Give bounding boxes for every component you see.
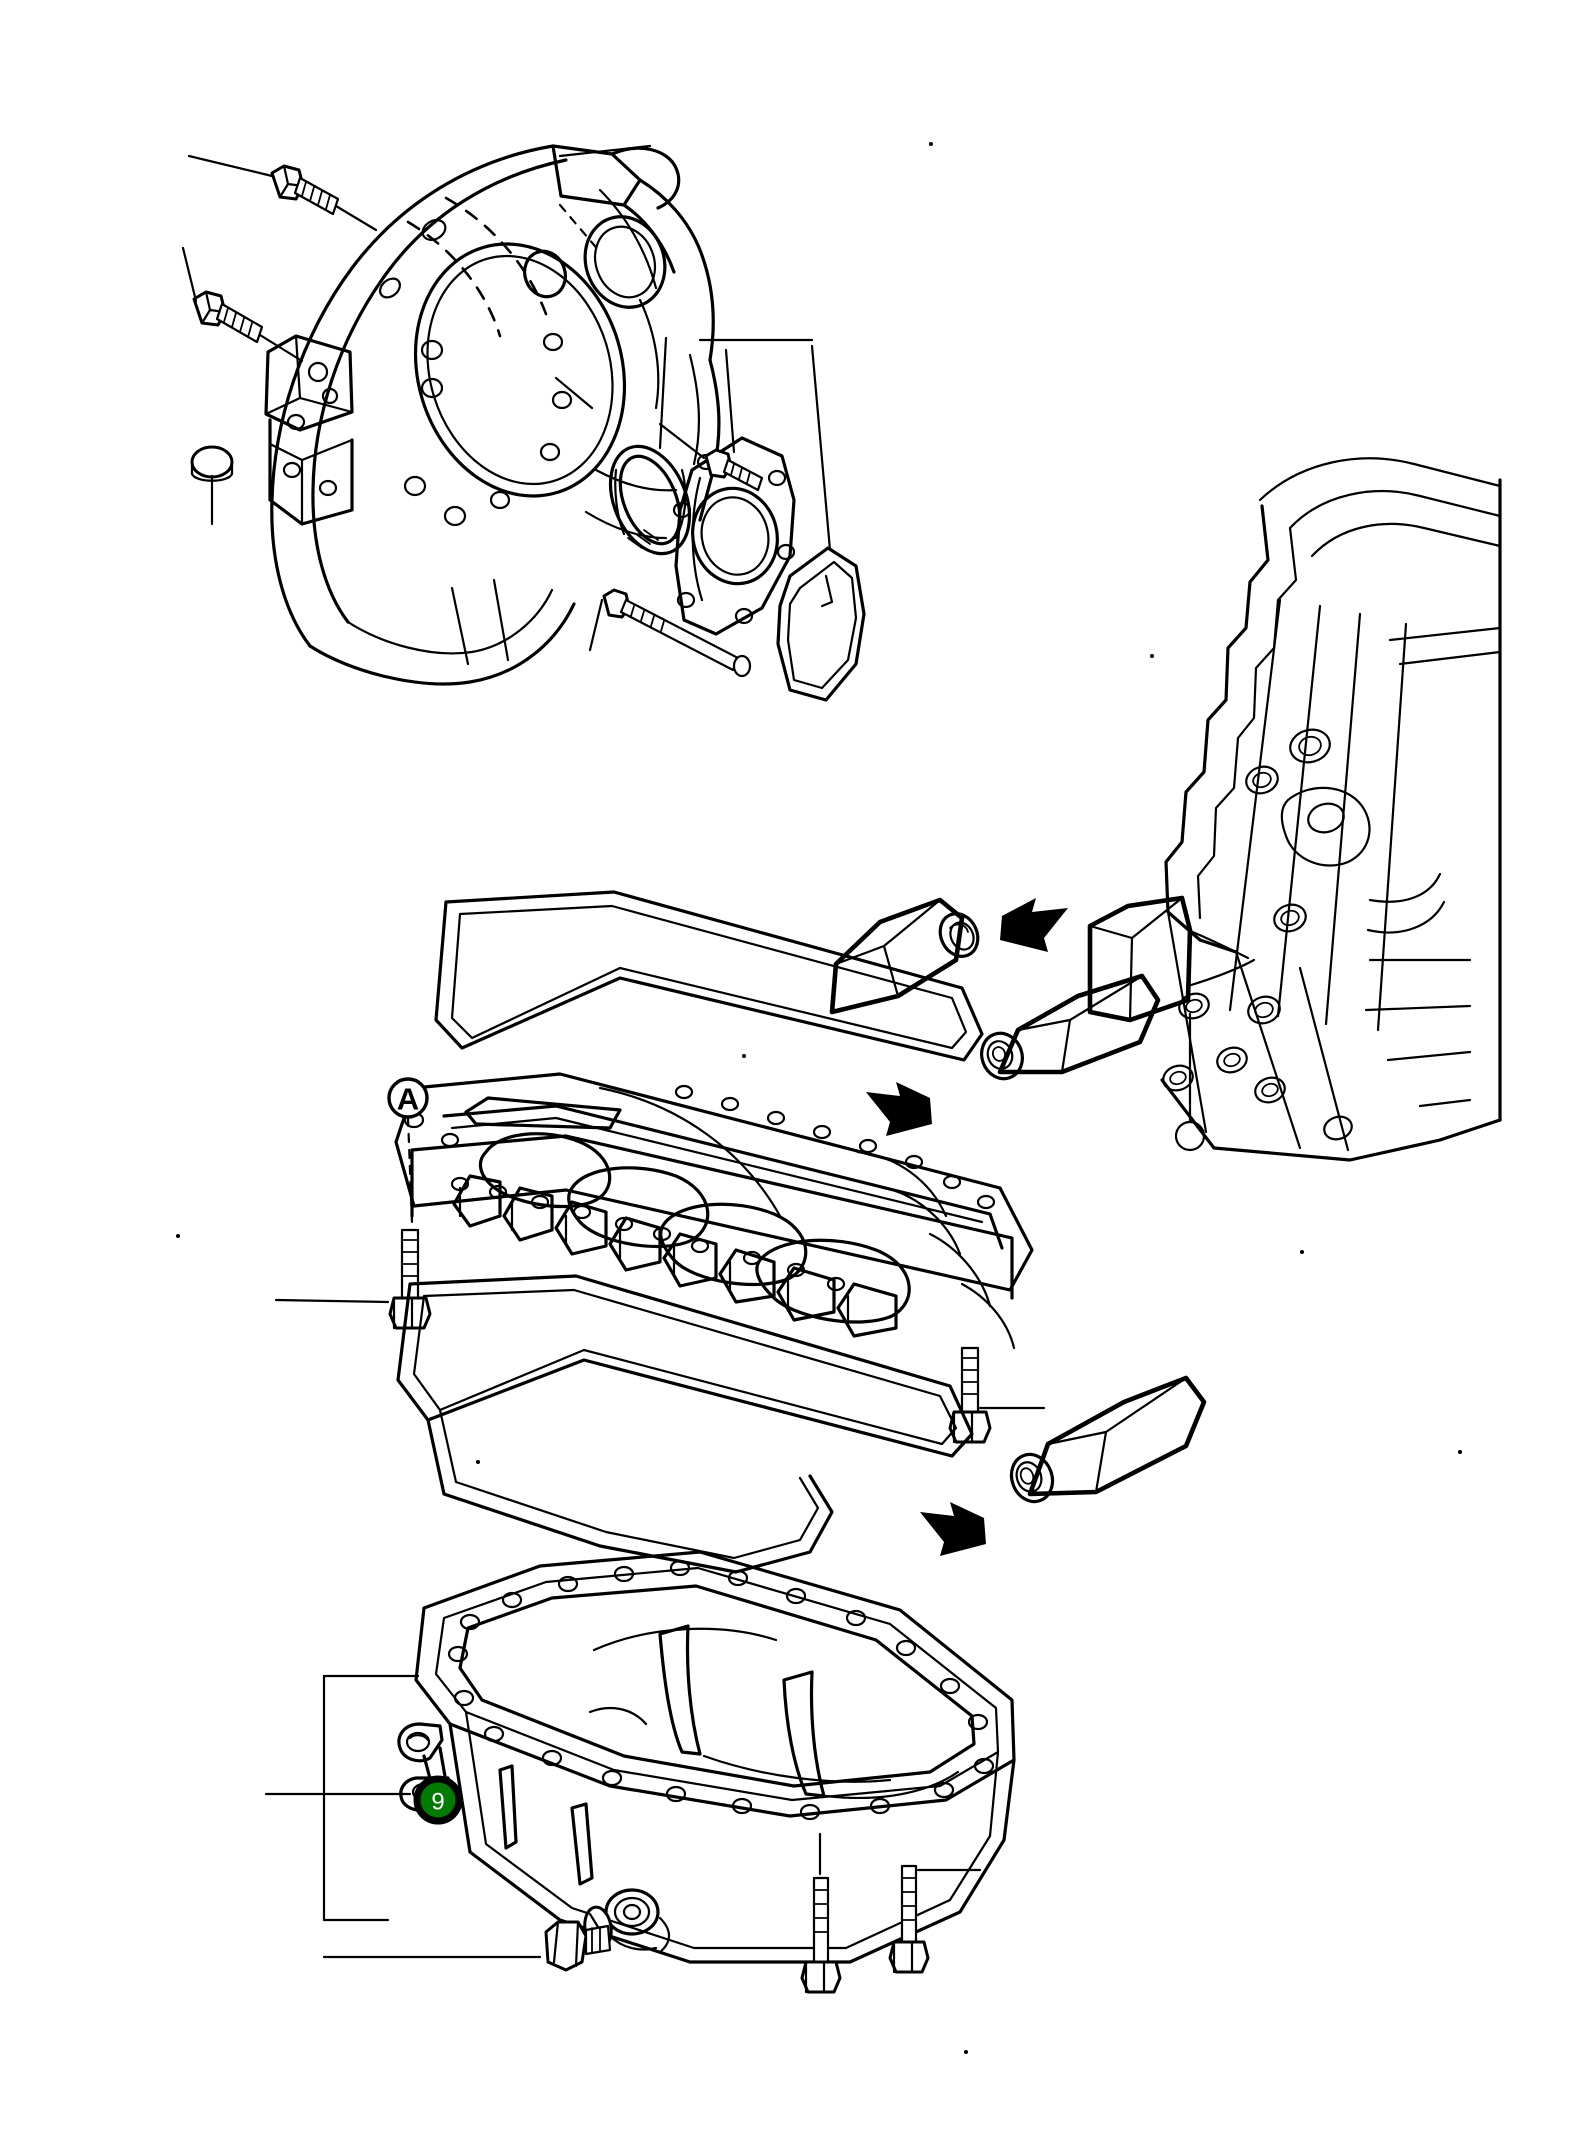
engine-block-ref-circle [1174, 1120, 1206, 1152]
leader-line-rear-seal-bolt-lower [588, 598, 604, 652]
leader-line-rear-oil-seal [658, 336, 668, 450]
scan-speckle [929, 142, 933, 146]
oil-pan-lower-bolt-left [800, 1876, 842, 1994]
sealant-tube-2 [980, 973, 1161, 1081]
oil-pan-upper [394, 1072, 1034, 1350]
bellhousing [264, 144, 721, 686]
oil-pan-lower-bolt-right [888, 1864, 930, 1974]
highlight-label-9: 9 [431, 1789, 444, 1816]
sealant-arrow-3 [920, 1502, 986, 1556]
sealant-tube-3 [1009, 1375, 1207, 1504]
sealant-arrow-2 [866, 1082, 932, 1136]
leader-line-bellhousing-bolt-upper [187, 154, 274, 178]
scan-speckle [742, 1054, 746, 1058]
callout-A: A [387, 1077, 429, 1119]
scan-speckle [176, 1234, 180, 1238]
bellhousing-bolt-lower [192, 290, 304, 363]
leader-line-bellhousing-bore [554, 376, 594, 410]
drain-plug [544, 1920, 612, 1972]
scan-speckle [1300, 1250, 1304, 1254]
leader-line-rear-seal-housing [724, 348, 736, 454]
leader-line-bellhousing-bolt-lower [181, 246, 198, 303]
scan-speckle [1150, 654, 1154, 658]
scan-speckle [1458, 1450, 1462, 1454]
rear-oil-seal [608, 444, 692, 556]
oil-pan-lower-gasket [396, 1274, 974, 1574]
leader-line-oil-pan-bolt-a [274, 1298, 390, 1304]
leader-line-callout-a [406, 1116, 414, 1224]
svg-text:A: A [397, 1082, 419, 1117]
leader-line-rear-seal-bolt-upper [658, 422, 706, 460]
bellhousing-bolt-upper [270, 164, 378, 232]
scan-speckle [476, 1460, 480, 1464]
oil-pan-upper-gasket [434, 890, 984, 1062]
rear-seal-bolt-lower [602, 588, 752, 678]
engine-block [1160, 457, 1502, 1162]
oil-pan-bolt-right [948, 1346, 992, 1444]
highlight-marker-9[interactable]: 9 [413, 1775, 463, 1825]
highlight-circle-9[interactable] [413, 1775, 463, 1825]
oil-pan-lower [414, 1550, 1016, 1964]
leader-line-rear-seal-gasket [810, 344, 832, 552]
sealant-tube-4 [1087, 895, 1256, 1023]
sealant-arrow-1 [1000, 898, 1068, 952]
oil-pan-bolt-a [388, 1228, 432, 1330]
rear-seal-bolt-upper [704, 448, 764, 492]
rear-seal-housing [672, 436, 796, 636]
scan-speckle [964, 2050, 968, 2054]
rear-seal-gasket [776, 546, 866, 702]
leader-line-bellhousing [558, 144, 652, 158]
